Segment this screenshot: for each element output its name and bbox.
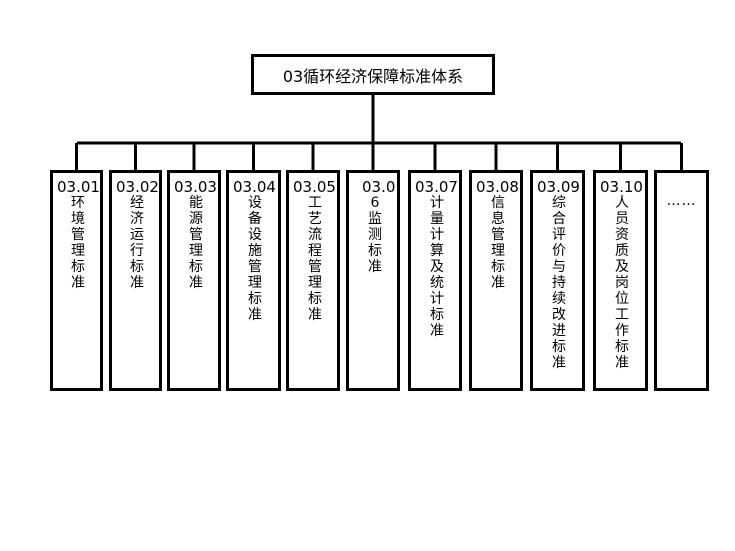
node-label: 环境管理标准 [71,195,85,291]
node-03-01: 03.01 环境管理标准 [50,170,103,391]
node-label: 设备设施管理标准 [248,195,262,323]
node-code: 03.0 [362,178,396,196]
node-label: 经济运行标准 [130,195,144,291]
node-03-05: 03.05 工艺流程管理标准 [286,170,340,391]
node-label: 6监测标准 [368,195,382,275]
node-code: 03.05 [293,178,336,196]
node-03-07: 03.07 计量计算及统计标准 [408,170,462,391]
ellipsis-label: …… [666,193,697,209]
node-label: 工艺流程管理标准 [308,195,322,323]
node-03-06: 03.0 6监测标准 [346,170,400,391]
node-03-10: 03.10 人员资质及岗位工作标准 [593,170,648,391]
root-title: 03循环经济保障标准体系 [282,66,464,86]
node-label: 能源管理标准 [189,195,203,291]
node-03-02: 03.02 经济运行标准 [109,170,162,391]
node-code: 03.10 [600,178,643,196]
node-code: 03.01 [57,178,100,196]
node-03-08: 03.08 信息管理标准 [469,170,523,391]
node-label: 信息管理标准 [491,195,505,291]
node-03-09: 03.09 综合评价与持续改进标准 [530,170,585,391]
node-label: 人员资质及岗位工作标准 [615,195,629,371]
node-code: 03.09 [537,178,580,196]
node-code: 03.04 [233,178,276,196]
node-label: 综合评价与持续改进标准 [552,195,566,371]
node-code: 03.08 [476,178,519,196]
node-more: …… [654,170,709,391]
node-code: 03.02 [116,178,159,196]
node-label: 计量计算及统计标准 [430,195,444,339]
node-code: 03.07 [415,178,458,196]
node-code: 03.03 [174,178,217,196]
root-node: 03循环经济保障标准体系 [251,54,495,95]
node-03-04: 03.04 设备设施管理标准 [226,170,281,391]
node-03-03: 03.03 能源管理标准 [167,170,221,391]
